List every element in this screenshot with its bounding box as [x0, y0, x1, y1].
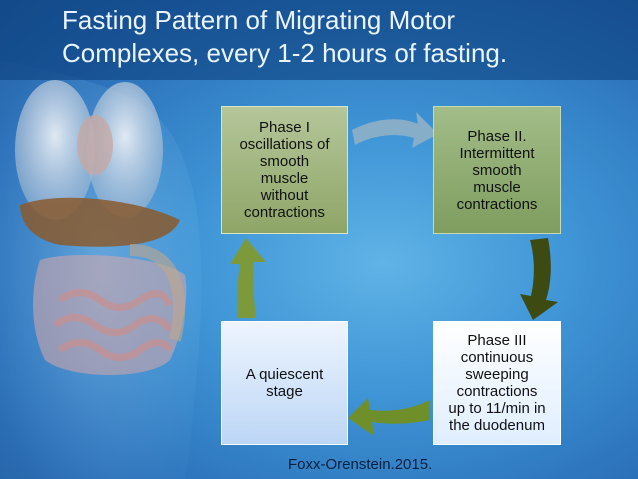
phase1-box: Phase I oscillations of smooth muscle wi…: [221, 106, 348, 234]
arrow-phase2-to-phase3: [520, 238, 558, 320]
arrow-phase1-to-phase2: [352, 112, 438, 148]
phase2-box: Phase II. Intermittent smooth muscle con…: [433, 106, 561, 234]
phase3-label: Phase III continuous sweeping contractio…: [448, 332, 545, 434]
quiescent-box: A quiescent stage: [221, 321, 348, 445]
phase1-label: Phase I oscillations of smooth muscle wi…: [239, 119, 329, 221]
citation: Foxx-Orenstein.2015.: [288, 456, 432, 473]
arrow-quiescent-to-phase1: [230, 238, 266, 318]
arrow-phase3-to-quiescent: [348, 398, 430, 436]
quiescent-label: A quiescent stage: [246, 366, 324, 400]
phase2-label: Phase II. Intermittent smooth muscle con…: [457, 128, 538, 213]
phase3-box: Phase III continuous sweeping contractio…: [433, 321, 561, 445]
